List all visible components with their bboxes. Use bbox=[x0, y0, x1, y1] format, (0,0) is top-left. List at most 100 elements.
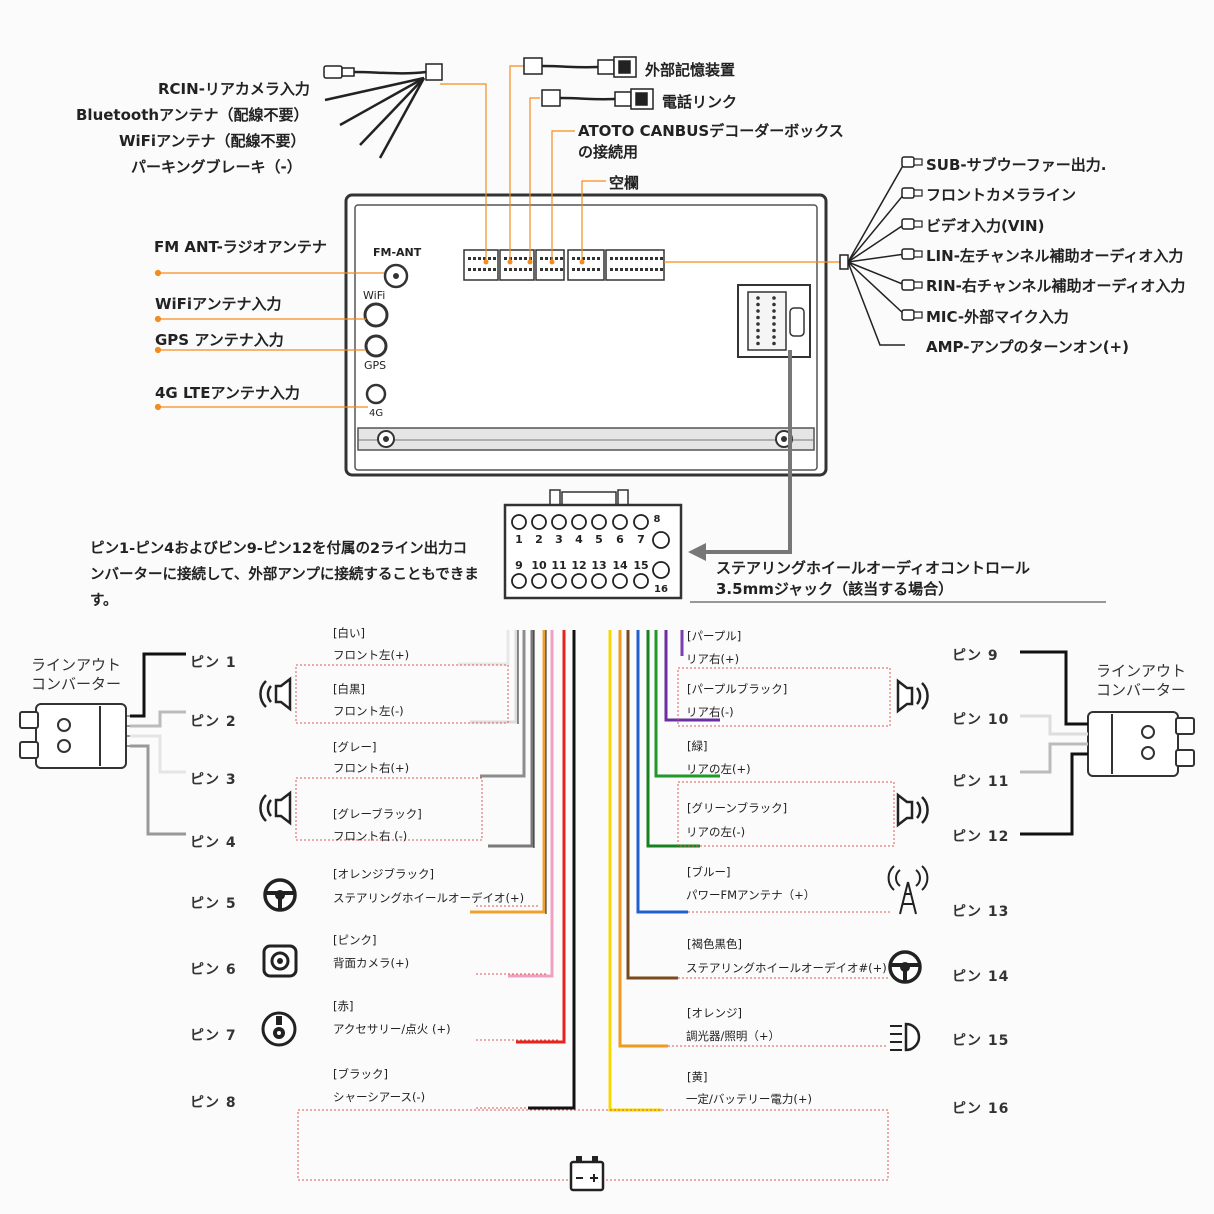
steering-label-2: 3.5mmジャック（該当する場合） bbox=[716, 580, 954, 598]
converter-right bbox=[1087, 711, 1195, 777]
rca-lin-label: LIN-左チャンネル補助オーディオ入力 bbox=[926, 247, 1184, 265]
pin-label-left: ピン 1 bbox=[190, 655, 237, 671]
pin-label-left: ピン 6 bbox=[190, 962, 237, 978]
wire-function: フロント左(+) bbox=[333, 648, 410, 662]
converter-right-label: ラインアウト コンバーター bbox=[1095, 662, 1186, 699]
wire-function: 一定/バッテリー電力(+) bbox=[686, 1092, 812, 1106]
lte-port bbox=[365, 383, 387, 405]
wifi-port bbox=[363, 302, 389, 328]
pin-number: 16 bbox=[654, 584, 668, 595]
rca-amp-label: AMP-アンプのターンオン(+) bbox=[926, 338, 1129, 356]
wire-color-name: [ブルー] bbox=[687, 865, 731, 879]
pin-number: 6 bbox=[616, 533, 624, 546]
wire-color-name: [パープルブラック] bbox=[687, 682, 788, 696]
pin-number: 4 bbox=[575, 533, 583, 546]
rca-sub-label: SUB-サブウーファー出力. bbox=[926, 156, 1107, 174]
wire-function: 背面カメラ(+) bbox=[333, 956, 410, 970]
wire-color-name: [グレー] bbox=[333, 740, 377, 754]
fm-antenna-label: FM ANT-ラジオアンテナ bbox=[154, 238, 327, 256]
wire-function: リア右(-) bbox=[686, 705, 734, 719]
pin-label-right: ピン 15 bbox=[952, 1033, 1010, 1049]
speaker-icon bbox=[259, 790, 292, 826]
wire-function: ステアリングホイールオーデイオ#(+) bbox=[686, 961, 887, 975]
wire-function: リアの左(-) bbox=[686, 825, 746, 839]
pin-label-right: ピン 13 bbox=[952, 904, 1010, 920]
wire-color-name: [グリーンブラック] bbox=[687, 801, 788, 815]
rca-front-camera-label: フロントカメラライン bbox=[926, 186, 1077, 204]
steering-label-1: ステアリングホイールオーディオコントロール bbox=[716, 559, 1030, 577]
pin-label-left: ピン 3 bbox=[190, 772, 237, 788]
wire-function: リアの左(+) bbox=[686, 762, 751, 776]
speaker-icon bbox=[259, 676, 292, 712]
gps-port bbox=[364, 334, 388, 358]
wire-color-name: [褐色黒色] bbox=[687, 937, 742, 951]
pin-number: 8 bbox=[654, 514, 661, 525]
head-unit-inner bbox=[354, 204, 818, 471]
pin-number: 9 bbox=[515, 559, 523, 572]
wire-function: リア右(+) bbox=[686, 652, 740, 666]
wire-function: ステアリングホイールオーデイオ(+) bbox=[333, 891, 525, 905]
side-connector bbox=[737, 284, 811, 358]
speaker-icon bbox=[896, 792, 929, 828]
pin-number: 3 bbox=[555, 533, 563, 546]
parking-brake-label: パーキングブレーキ（-） bbox=[131, 158, 302, 176]
pin-label-left: ピン 7 bbox=[190, 1028, 237, 1044]
canbus-label-2: の接続用 bbox=[578, 143, 639, 161]
rca-rin-label: RIN-右チャンネル補助オーディオ入力 bbox=[926, 277, 1186, 295]
fm-port-label: FM-ANT bbox=[373, 246, 422, 259]
bluetooth-label: Bluetoothアンテナ（配線不要） bbox=[76, 106, 309, 124]
rca-video-label: ビデオ入力(VIN) bbox=[926, 217, 1045, 235]
steering-wheel-icon bbox=[263, 878, 297, 912]
wire-color-name: [オレンジ] bbox=[687, 1006, 742, 1020]
speaker-icon bbox=[896, 678, 929, 714]
pin-label-right: ピン 14 bbox=[952, 969, 1010, 985]
wire-color-name: [グレーブラック] bbox=[333, 807, 422, 821]
pin-number: 14 bbox=[612, 559, 628, 572]
empty-slot-label: 空欄 bbox=[609, 174, 640, 192]
wire-color-name: [ブラック] bbox=[333, 1067, 388, 1081]
wire-function: 調光器/照明（+） bbox=[686, 1029, 781, 1043]
wire-color-name: [緑] bbox=[687, 739, 708, 753]
battery-icon bbox=[569, 1156, 605, 1192]
pin-label-right: ピン 9 bbox=[952, 648, 999, 664]
wire-color-name: [白い] bbox=[333, 626, 365, 640]
wire-color-name: [白黒] bbox=[333, 682, 365, 696]
pin-number: 1 bbox=[515, 533, 523, 546]
gps-port-label: GPS bbox=[364, 359, 387, 372]
rca-mic-label: MIC-外部マイク入力 bbox=[926, 308, 1069, 326]
pin-label-left: ピン 4 bbox=[190, 835, 237, 851]
rcin-label: RCIN-リアカメラ入力 bbox=[158, 80, 310, 98]
pin-number: 5 bbox=[595, 533, 603, 546]
phone-link-label: 電話リンク bbox=[662, 93, 738, 111]
pin-number: 2 bbox=[535, 533, 543, 546]
converter-left-label: ラインアウト コンバーター bbox=[30, 656, 121, 693]
pin-number: 10 bbox=[531, 559, 547, 572]
wire-function: フロント右 (-) bbox=[333, 829, 408, 843]
pin-label-right: ピン 11 bbox=[952, 774, 1010, 790]
wire-function: フロント左(-) bbox=[333, 704, 404, 718]
external-storage-label: 外部記憶装置 bbox=[645, 61, 736, 79]
pin-label-right: ピン 12 bbox=[952, 829, 1010, 845]
headlight-icon bbox=[890, 1022, 921, 1052]
pin-label-left: ピン 5 bbox=[190, 896, 237, 912]
pin-label-right: ピン 10 bbox=[952, 712, 1010, 728]
wifi-port-label: WiFi bbox=[363, 289, 386, 302]
lte-port-label: 4G bbox=[369, 408, 384, 419]
pin-number: 11 bbox=[551, 559, 566, 572]
bottom-rail bbox=[357, 427, 815, 451]
wire-color-name: [黄] bbox=[687, 1070, 708, 1084]
rca-top-plug bbox=[323, 63, 443, 81]
pin-number: 7 bbox=[637, 533, 645, 546]
antenna-icon bbox=[887, 865, 929, 915]
wifi-harness-label: WiFiアンテナ（配線不要） bbox=[119, 132, 306, 150]
gps-antenna-label: GPS アンテナ入力 bbox=[155, 331, 284, 349]
wire-color-name: [赤] bbox=[333, 999, 354, 1013]
steering-wheel-icon bbox=[888, 950, 922, 984]
wire-function: パワーFMアンテナ（+） bbox=[686, 888, 816, 902]
pin-label-left: ピン 2 bbox=[190, 714, 237, 730]
converter-left bbox=[19, 703, 127, 769]
wire-color-name: [オレンジブラック] bbox=[333, 867, 434, 881]
